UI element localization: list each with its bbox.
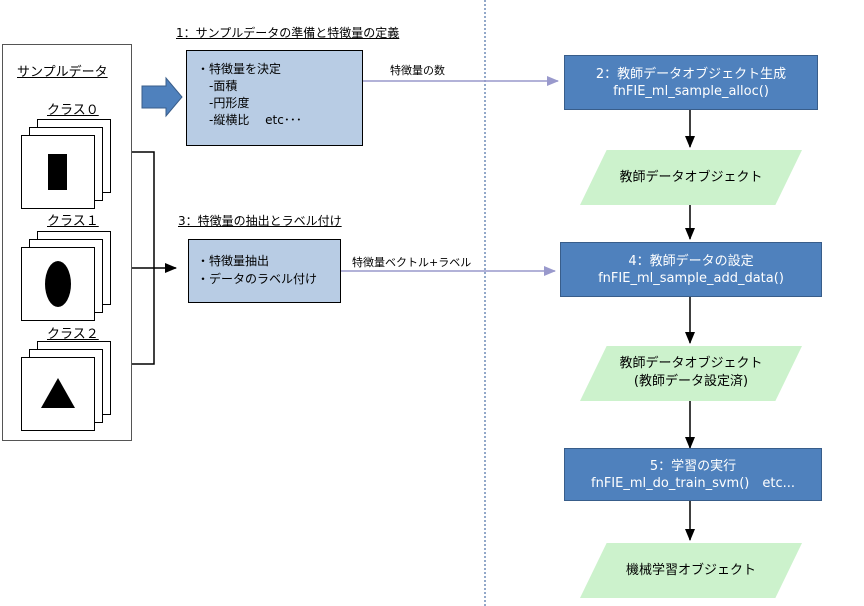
teacher-data-object-2: 教師データオブジェクト (教師データ設定済)	[580, 346, 802, 401]
step5-title: 5：学習の実行	[649, 459, 737, 474]
ml-object: 機械学習オブジェクト	[580, 543, 802, 598]
step2-box: 2：教師データオブジェクト生成 fnFIE_ml_sample_alloc()	[564, 55, 818, 110]
features-arrow-label: 特徴量の数	[390, 64, 445, 77]
ellipse-shape-icon	[45, 261, 71, 307]
class-0-label: クラス０	[47, 103, 99, 118]
class-2-sheet	[21, 357, 95, 431]
step4-func: fnFIE_ml_sample_add_data()	[598, 271, 784, 286]
extract-line: ・特徴量抽出	[197, 254, 270, 268]
vector-arrow-label: 特徴量ベクトル+ラベル	[352, 256, 472, 269]
extraction-box: ・特徴量抽出 ・データのラベル付け	[188, 239, 341, 303]
class-1-sheet	[21, 247, 95, 321]
class-2-stack	[21, 341, 121, 431]
class-1-label: クラス１	[47, 214, 99, 229]
step4-title: 4：教師データの設定	[628, 254, 754, 269]
block-arrow-icon	[141, 76, 183, 118]
class-0-stack	[21, 119, 121, 209]
sample-data-panel: サンプルデータ クラス０ クラス１ クラス２	[2, 44, 132, 441]
class-2-label: クラス２	[47, 327, 99, 342]
rectangle-shape-icon	[48, 154, 67, 190]
feature-line: -円形度	[197, 96, 250, 110]
obj2-line1: 教師データオブジェクト	[619, 356, 763, 371]
teacher-data-object-1: 教師データオブジェクト	[580, 150, 802, 205]
class-bracket-line	[116, 151, 155, 365]
obj2-line2: (教師データ設定済)	[633, 374, 749, 389]
sample-panel-title: サンプルデータ	[17, 65, 108, 80]
step2-func: fnFIE_ml_sample_alloc()	[613, 84, 769, 99]
step3-header: 3：特徴量の抽出とラベル付け	[178, 214, 342, 228]
extract-line: ・データのラベル付け	[197, 272, 318, 286]
feature-line: -縦横比 etc･･･	[197, 113, 302, 127]
step5-box: 5：学習の実行 fnFIE_ml_do_train_svm() etc...	[564, 448, 822, 501]
feature-definition-box: ・特徴量を決定 -面積 -円形度 -縦横比 etc･･･	[186, 50, 363, 146]
class-0-sheet	[21, 135, 95, 209]
step1-header: 1：サンプルデータの準備と特徴量の定義	[176, 26, 400, 40]
step4-box: 4：教師データの設定 fnFIE_ml_sample_add_data()	[560, 242, 822, 297]
feature-line: -面積	[197, 79, 238, 93]
triangle-shape-icon	[41, 378, 75, 408]
class-1-stack	[21, 231, 121, 321]
feature-line: ・特徴量を決定	[197, 62, 282, 76]
step5-func: fnFIE_ml_do_train_svm() etc...	[591, 476, 795, 491]
step2-title: 2：教師データオブジェクト生成	[595, 67, 787, 82]
